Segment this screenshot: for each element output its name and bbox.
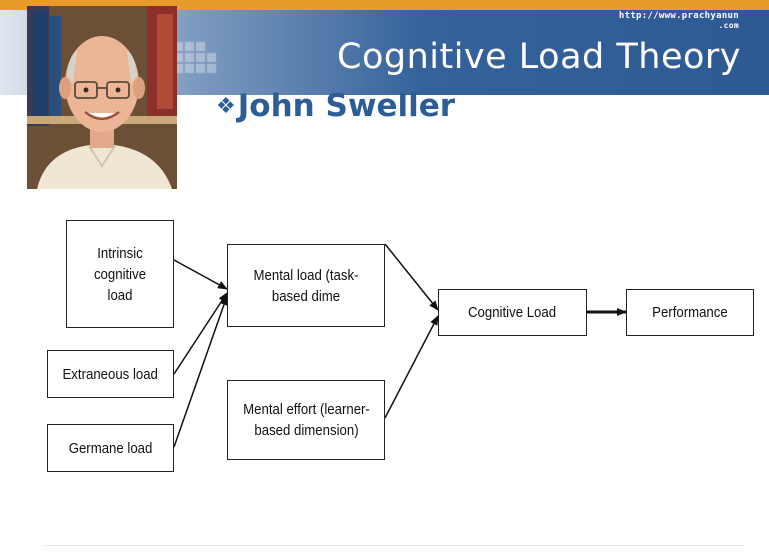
node-intrinsic-cognitive-load: Intrinsic cognitive load	[66, 220, 174, 328]
slide-title: Cognitive Load Theory	[337, 37, 741, 77]
arrow-germane-to-mental-load	[173, 295, 228, 448]
top-accent-stripe	[0, 0, 769, 10]
url-line-2: .com	[718, 21, 739, 30]
node-mental-effort: Mental effort (learner-based dimension)	[227, 380, 385, 460]
subtitle-text: John Sweller	[237, 88, 456, 124]
url-line-1: http://www.prachyanun	[618, 11, 739, 21]
arrow-mental-load-to-cognitive-load	[384, 243, 439, 311]
bottom-divider	[45, 545, 745, 546]
diamond-bullet-icon: ❖	[216, 94, 236, 119]
subtitle-author: ❖John Sweller	[216, 88, 455, 124]
portrait-illustration	[27, 6, 177, 189]
node-cognitive-load: Cognitive Load	[438, 289, 587, 336]
website-url: http://www.prachyanun .com	[619, 11, 739, 31]
node-extraneous-load: Extraneous load	[47, 350, 174, 398]
arrow-extraneous-to-mental-load	[173, 292, 228, 375]
arrow-mental-effort-to-cognitive-load	[384, 315, 439, 419]
node-mental-load: Mental load (task-based dime	[227, 244, 385, 327]
node-germane-load: Germane load	[47, 424, 174, 472]
node-performance: Performance	[626, 289, 754, 336]
portrait-photo	[27, 6, 177, 189]
arrow-intrinsic-to-mental-load	[173, 259, 228, 290]
